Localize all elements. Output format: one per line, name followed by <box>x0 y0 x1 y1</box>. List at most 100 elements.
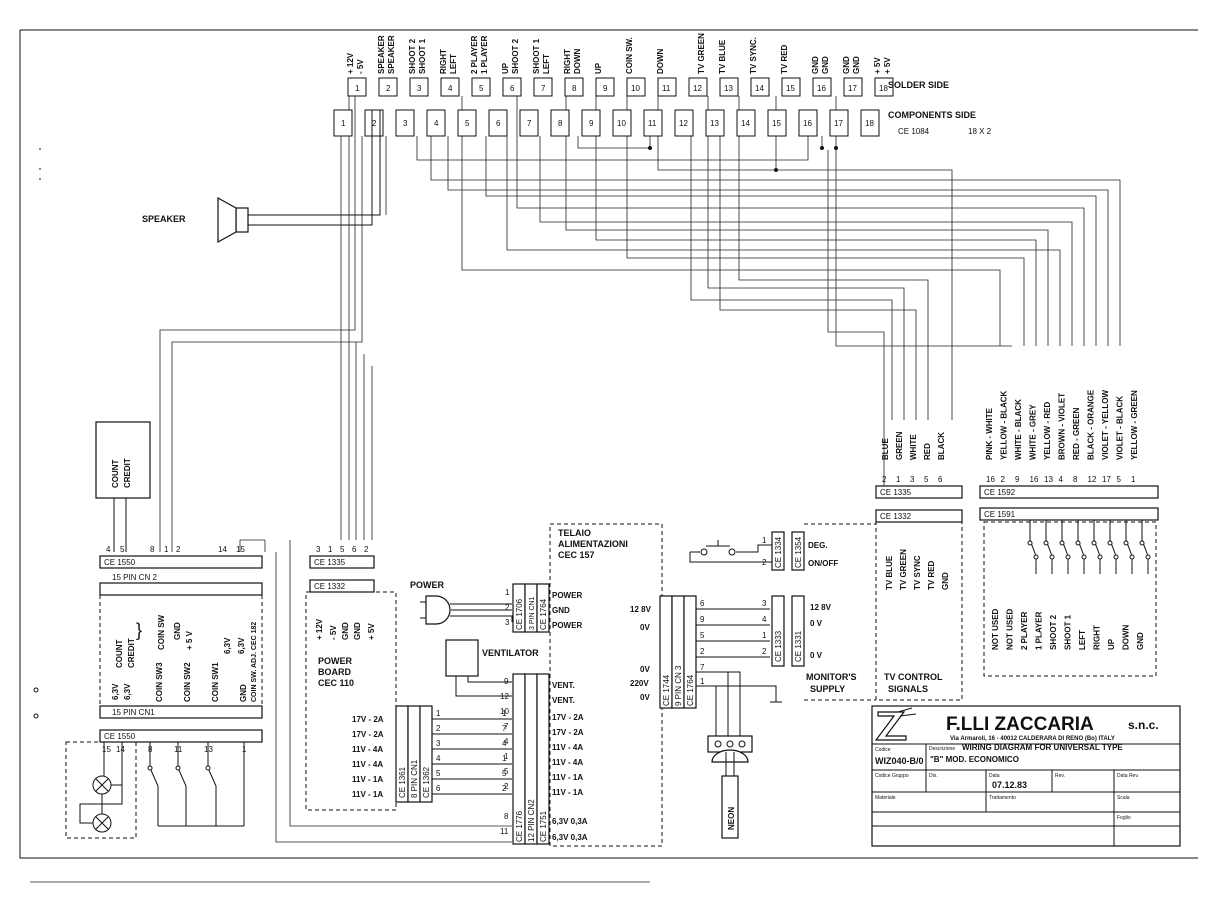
edge-pin-number: 9 <box>603 84 608 93</box>
pin: 1 <box>700 677 705 686</box>
wire <box>595 96 1037 346</box>
ce1354-label: CE 1354 <box>794 536 803 568</box>
coin-switch-icon <box>205 765 211 771</box>
pin: 2 <box>1001 475 1006 484</box>
monitor-label: SUPPLY <box>810 684 845 694</box>
pin: 1 <box>505 588 510 597</box>
degauss-switch: 1 2 CE 1334 CE 1354 DEG. ON/OFF <box>689 531 838 571</box>
descr-line-1: WIRING DIAGRAM FOR UNIVERSAL TYPE <box>962 743 1123 752</box>
control-switch <box>1045 520 1053 574</box>
title-block-frame <box>871 705 1181 847</box>
registration-mark <box>33 687 39 693</box>
edge-pin-component <box>798 109 818 137</box>
scala-label: Scala <box>1117 795 1130 801</box>
pin: 6 <box>352 545 357 554</box>
control-switch-icon <box>1059 540 1065 546</box>
edge-component-signal: GND <box>852 56 861 74</box>
ce1335-pins: 3 1 5 6 2 <box>316 545 369 554</box>
ce1333-label: CE 1333 <box>774 630 783 662</box>
ce1550-top-label: CE 1550 <box>104 558 136 567</box>
ce1362-label: CE 1362 <box>422 766 431 798</box>
pin: 6 <box>436 784 441 793</box>
company-suffix: s.n.c. <box>1128 718 1159 732</box>
edge-component-signal: TV GREEN <box>697 33 706 74</box>
dis-label: Dis. <box>929 773 938 779</box>
edge-solder-signal: SHOOT 1 <box>532 38 541 74</box>
company-name: F.LLI ZACCARIA <box>946 714 1094 735</box>
ce1550-bottom-label: CE 1550 <box>104 732 136 741</box>
control-function: UP <box>1107 638 1116 650</box>
pin: 2 <box>762 558 767 567</box>
rail-label: - 5V <box>329 625 338 640</box>
board-col: 6,3V <box>123 683 132 700</box>
telaio-pins: 9 12 10 7 4 1 5 2 8 11 <box>500 677 509 836</box>
pin: 2 <box>502 784 507 793</box>
control-wire-color: WHITE - GREY <box>1029 404 1038 460</box>
edge-pin-number: 6 <box>496 119 501 128</box>
date-value: 07.12.83 <box>992 780 1027 790</box>
edge-component-signal: LEFT <box>542 54 551 74</box>
edge-pin-number: 9 <box>589 119 594 128</box>
board-upper-col: COUNT <box>115 639 124 668</box>
output-label: 11V - 4A <box>552 743 583 752</box>
foglio-label: Foglio <box>1117 815 1131 821</box>
tv-signal: TV BLUE <box>885 555 894 590</box>
pin: 1 <box>762 536 767 545</box>
wire <box>690 136 893 420</box>
edge-pin-component <box>705 109 725 137</box>
edge-pin-number: 13 <box>710 119 719 128</box>
pin: 7 <box>502 724 507 733</box>
wire-bundle <box>159 96 1121 843</box>
pin: 7 <box>700 663 705 672</box>
ce1764b-strip <box>683 595 697 709</box>
control-switch <box>1029 520 1037 574</box>
pin: 4 <box>502 739 507 748</box>
count-label: COUNT <box>111 459 120 488</box>
tv-signal: TV SYNC <box>913 555 922 590</box>
pin: 2 <box>762 647 767 656</box>
ce1550-bottom-pins: 15 14 8 11 13 1 <box>102 745 247 754</box>
output-label: VENT. <box>552 696 575 705</box>
output-label: 17V - 2A <box>552 713 584 722</box>
registration-mark <box>33 713 39 719</box>
wire <box>827 150 885 486</box>
edge-pin-component <box>426 109 446 137</box>
cn3-wires <box>696 608 777 736</box>
edge-solder-signal: TV BLUE <box>718 39 727 74</box>
wire <box>565 96 1049 346</box>
plug-pin-name: POWER <box>552 591 582 600</box>
credit-label: CREDIT <box>123 458 132 488</box>
edge-pin-number: 5 <box>465 119 470 128</box>
rail-label: + 12V <box>315 618 324 640</box>
pin8-label: 8 PIN CN1 <box>410 759 419 798</box>
pin: 5 <box>502 769 507 778</box>
ce1335-tv-label: CE 1335 <box>880 488 912 497</box>
pin: 16 <box>986 475 995 484</box>
ce1362-pins: 1 2 3 4 5 6 1 7 4 1 5 2 <box>436 709 507 793</box>
edge-pin-number: 3 <box>403 119 408 128</box>
coin-board-outline <box>99 595 263 705</box>
output-label: 11V - 1A <box>552 788 583 797</box>
ce1331-label: CE 1331 <box>794 630 803 662</box>
sheet-border <box>19 29 1198 859</box>
power-plug-wires <box>450 603 513 622</box>
edge-pin-number: 1 <box>341 119 346 128</box>
telaio-volt: 220V <box>630 679 649 688</box>
edge-pin-number: 5 <box>479 84 484 93</box>
telaio-volt: 0V <box>640 665 650 674</box>
lamp-wires <box>79 742 123 824</box>
output-label: 11V - 1A <box>552 773 583 782</box>
edge-pin-solder <box>347 77 367 97</box>
control-function: 1 PLAYER <box>1035 611 1044 650</box>
edge-pin-number: 4 <box>448 84 453 93</box>
control-switch <box>1141 520 1149 574</box>
control-switch <box>1093 520 1101 574</box>
control-wire-color: WHITE - BLACK <box>1014 399 1023 460</box>
pin: 5 <box>504 767 509 776</box>
wire-junction <box>834 146 838 150</box>
edge-pin-component <box>643 109 663 137</box>
edge-solder-signal: GND <box>842 56 851 74</box>
tv-wire-color: BLUE <box>881 438 890 460</box>
